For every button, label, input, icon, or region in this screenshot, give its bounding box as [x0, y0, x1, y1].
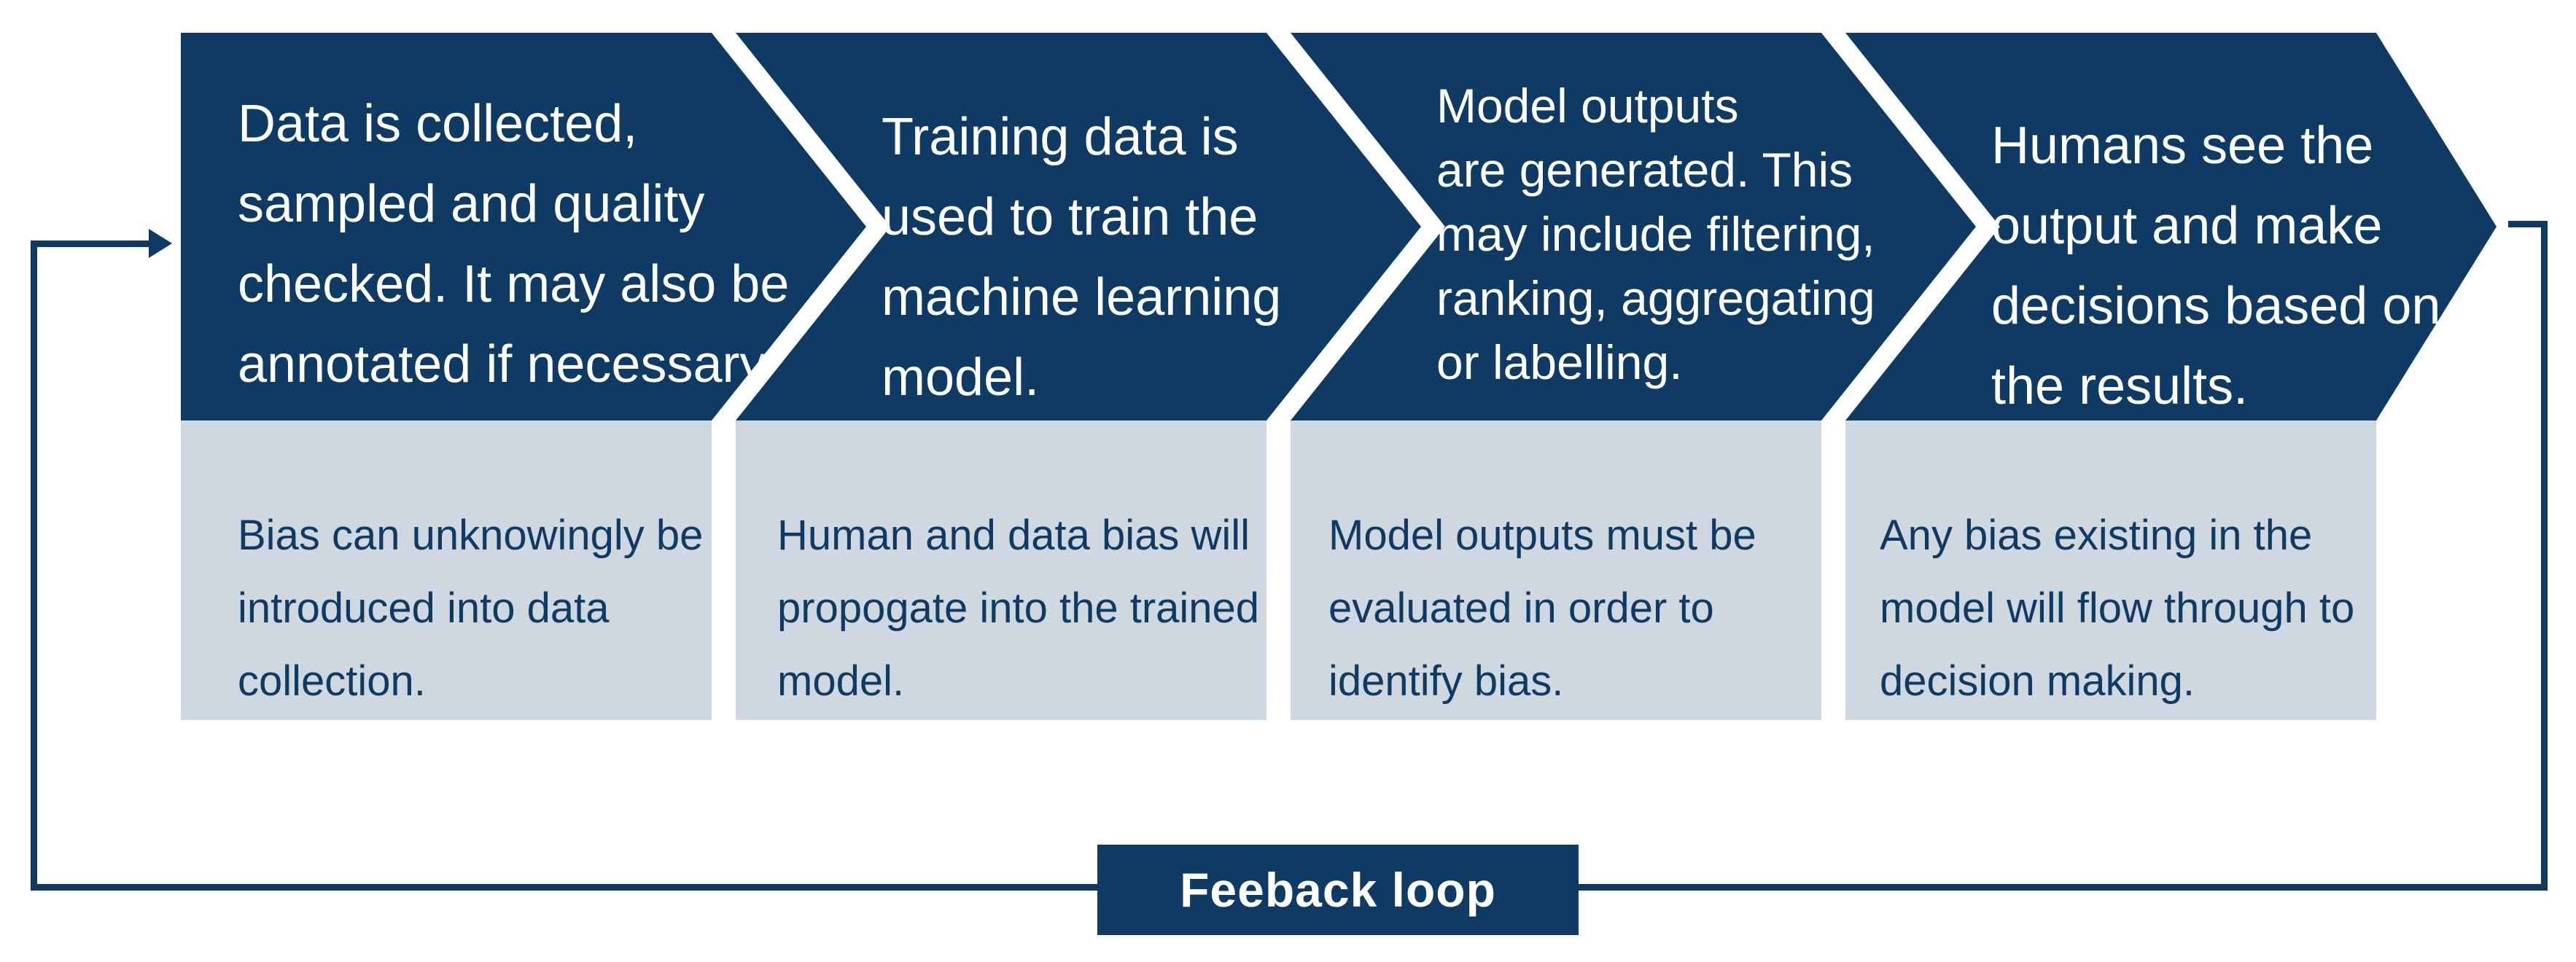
stage-1-bias-text: Bias can unknowingly be introduced into …: [238, 512, 704, 705]
stage-2-bias-text: Human and data bias will propogate into …: [777, 512, 1260, 705]
stage-3-bias-text: Model outputs must be evaluated in order…: [1328, 512, 1756, 705]
stage-4-step-text: Humans see the output and make decisions…: [1991, 117, 2441, 415]
feedback-arrow-shaft: [31, 240, 149, 247]
stage-2-step-text: Training data is used to train the machi…: [882, 108, 1282, 407]
stage-2-chevron: Training data is used to train the machi…: [736, 33, 1421, 421]
stage-4-bias-box: Any bias existing in the model will flow…: [1845, 421, 2376, 720]
feedback-loop-label: Feeback loop: [1180, 863, 1496, 917]
feedback-line-top-right: [2508, 221, 2548, 227]
feedback-arrowhead-icon: [149, 229, 172, 258]
stage-1-bias-box: Bias can unknowingly be introduced into …: [181, 421, 712, 720]
stage-4-bias-text: Any bias existing in the model will flow…: [1880, 512, 2355, 705]
stage-1-step-text: Data is collected, sampled and quality c…: [238, 95, 790, 394]
stage-3-step-text: Model outputs are generated. This may in…: [1436, 79, 1875, 389]
stage-1-chevron: Data is collected, sampled and quality c…: [181, 33, 866, 421]
feedback-line-left: [31, 240, 37, 891]
stage-3-bias-box: Model outputs must be evaluated in order…: [1291, 421, 1821, 720]
feedback-line-right: [2541, 221, 2548, 891]
stage-2-bias-box: Human and data bias will propogate into …: [736, 421, 1266, 720]
feedback-loop-label-box: Feeback loop: [1097, 845, 1579, 935]
